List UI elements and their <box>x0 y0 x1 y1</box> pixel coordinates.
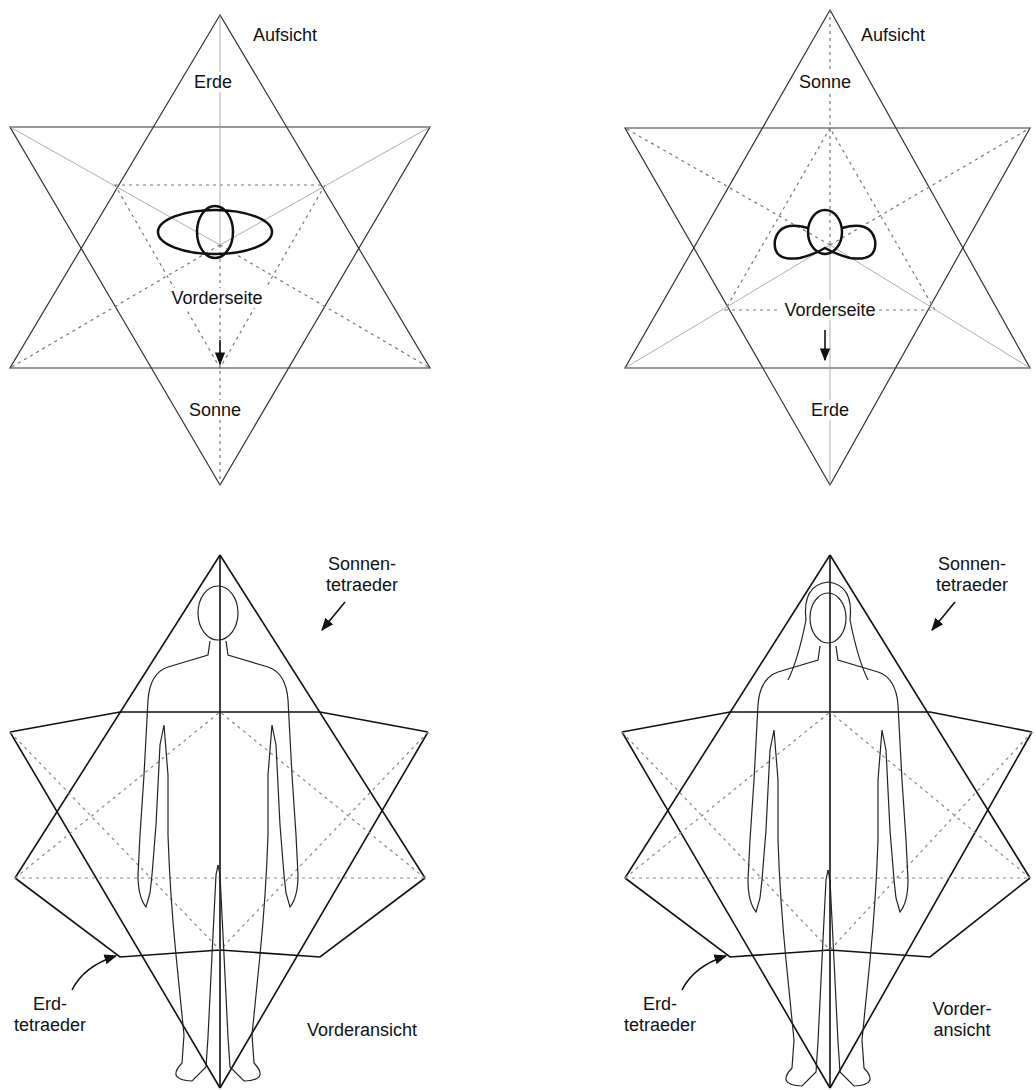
text-label: Erd- tetraeder <box>11 994 89 1035</box>
text-label: Erd- tetraeder <box>621 994 699 1035</box>
text-label: Vorder- ansicht <box>929 999 994 1040</box>
text-label: Vorderseite <box>168 288 265 309</box>
text-label: Erde <box>191 72 235 93</box>
text-label: Vorderseite <box>781 300 878 321</box>
text-label: Erde <box>808 400 852 421</box>
text-label: Sonnen- tetraeder <box>933 554 1011 595</box>
text-label: Sonne <box>186 400 244 421</box>
text-label: Aufsicht <box>858 25 928 46</box>
text-label: Aufsicht <box>250 25 320 46</box>
text-label: Vorderansicht <box>304 1020 420 1041</box>
text-label: Sonnen- tetraeder <box>323 554 401 595</box>
text-label: Sonne <box>796 72 854 93</box>
